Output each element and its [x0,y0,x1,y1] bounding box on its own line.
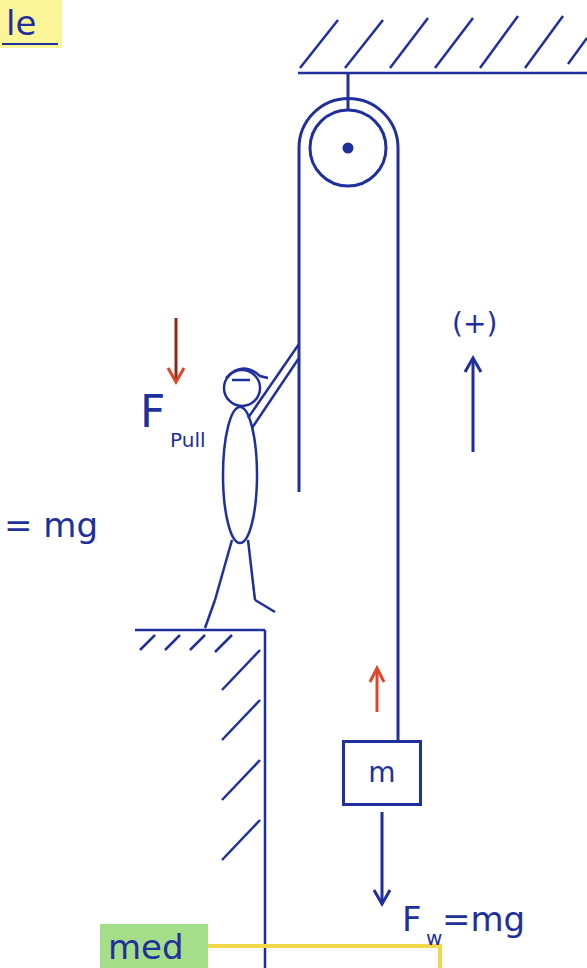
direction-sign: (+) [452,310,497,338]
underline [2,43,58,45]
force-subscript: w [426,928,442,948]
positive-direction-arrow [465,358,481,452]
force-subscript: Pull [170,430,206,450]
equation: =mg [442,902,525,936]
force-symbol: F [140,390,165,434]
ledge [135,630,265,968]
pulley [299,73,398,740]
heading-fragment: le [6,6,36,40]
tension-arrow [370,668,384,712]
highlight [0,0,62,48]
ceiling [298,16,587,73]
mass-box: m [342,740,422,806]
pull-arrow [168,318,184,382]
heading-fragment: med [108,930,184,964]
highlight [100,924,208,968]
equation: = mg [4,508,98,542]
person [205,344,299,628]
mass-label: m [368,759,395,787]
weight-arrow [374,812,390,904]
highlight-box [208,946,440,968]
force-symbol: F [402,902,422,936]
